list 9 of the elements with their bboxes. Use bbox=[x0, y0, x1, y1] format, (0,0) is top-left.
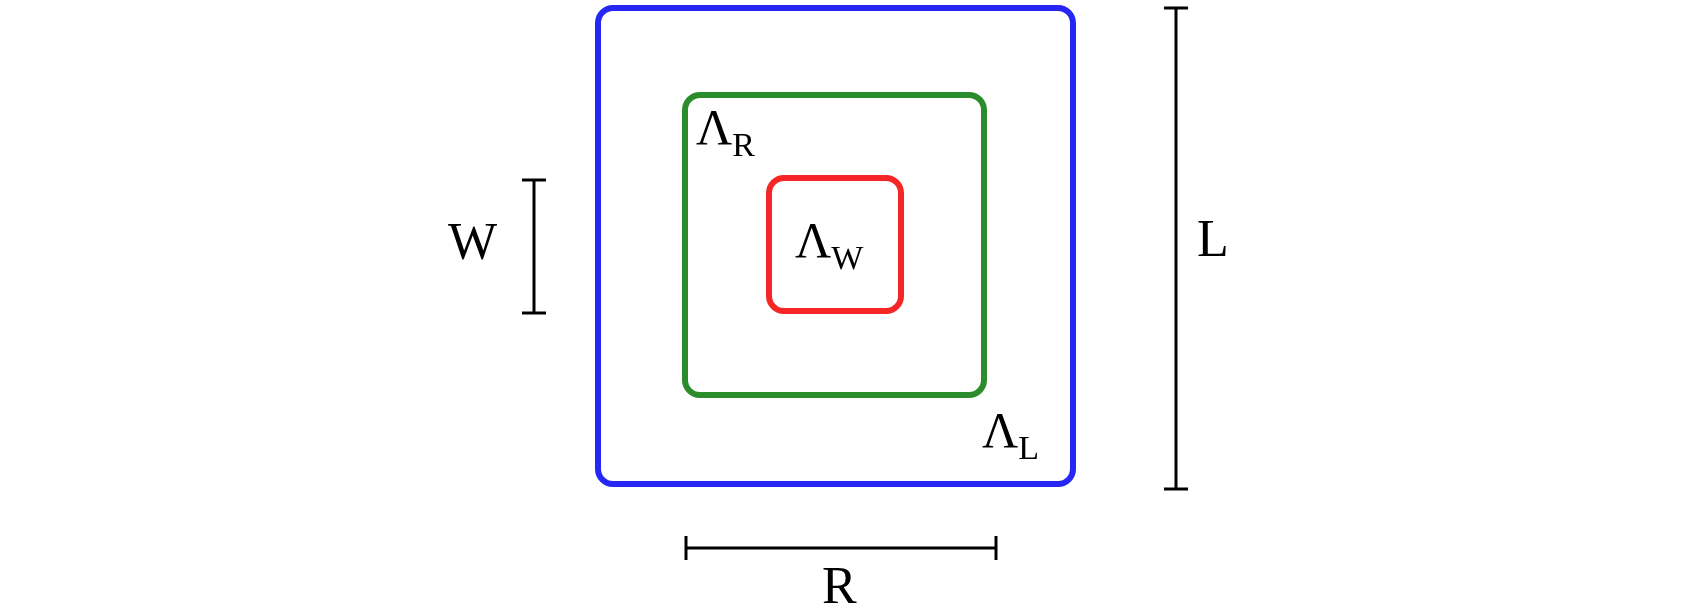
square-outline bbox=[766, 175, 904, 314]
region-label: Λ$_{L}$ bbox=[982, 405, 1040, 465]
region-label: Λ$_{R}$ bbox=[696, 102, 755, 162]
dimension-label: W bbox=[448, 216, 498, 268]
region-label: Λ$_{W}$ bbox=[795, 215, 864, 275]
square-outline bbox=[595, 5, 1076, 487]
dimension-label: L bbox=[1197, 213, 1229, 265]
dimension-label: R bbox=[822, 560, 857, 609]
square-outline bbox=[682, 92, 987, 398]
